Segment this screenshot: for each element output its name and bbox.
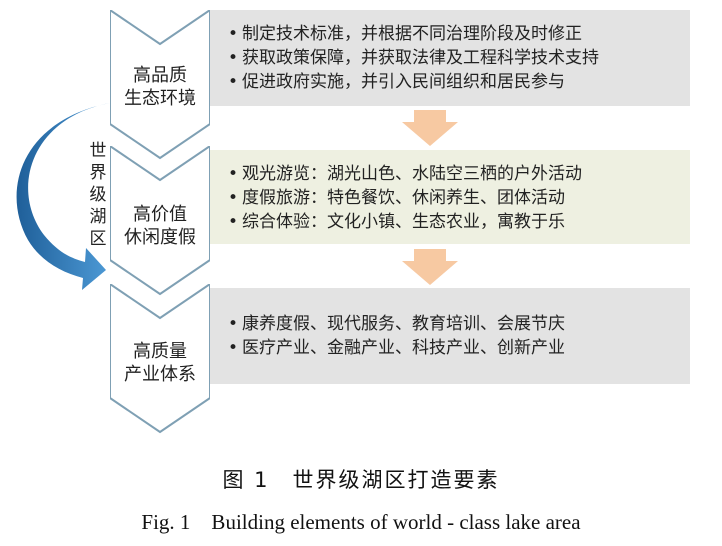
stage-2-panel: •观光游览：湖光山色、水陆空三栖的户外活动 •度假旅游：特色餐饮、休闲养生、团体… xyxy=(210,150,690,244)
stage-2-bullet: •观光游览：湖光山色、水陆空三栖的户外活动 xyxy=(228,164,582,184)
stage-2-chevron xyxy=(110,146,210,296)
stage-1-chevron xyxy=(110,10,210,160)
caption-english: Fig. 1 Building elements of world - clas… xyxy=(141,510,581,534)
stage-3-panel: •康养度假、现代服务、教育培训、会展节庆 •医疗产业、金融产业、科技产业、创新产… xyxy=(210,288,690,384)
stage-3-bullet: •康养度假、现代服务、教育培训、会展节庆 xyxy=(228,314,565,334)
stage-2-bullet: •综合体验：文化小镇、生态农业，寓教于乐 xyxy=(228,212,565,232)
down-arrow-icon xyxy=(402,110,458,146)
stage-1-bullet: •获取政策保障，并获取法律及工程科学技术支持 xyxy=(228,48,599,68)
stage-2-bullet: •度假旅游：特色餐饮、休闲养生、团体活动 xyxy=(228,188,565,208)
caption-chinese: 图 1 世界级湖区打造要素 xyxy=(222,468,500,492)
down-arrow-icon xyxy=(402,249,458,285)
stage-3-label: 高质量 产业体系 xyxy=(124,341,196,385)
stage-3-bullet: •医疗产业、金融产业、科技产业、创新产业 xyxy=(228,338,565,358)
stage-3-chevron xyxy=(110,284,210,434)
stage-2-label: 高价值 休闲度假 xyxy=(124,204,196,248)
side-label: 世 界 级 湖 区 xyxy=(89,141,107,249)
stage-1-label: 高品质 生态环境 xyxy=(124,65,196,109)
stage-1-bullet: •促进政府实施，并引入民间组织和居民参与 xyxy=(228,72,565,92)
stage-1-panel: •制定技术标准，并根据不同治理阶段及时修正 •获取政策保障，并获取法律及工程科学… xyxy=(210,10,690,106)
stage-1-bullet: •制定技术标准，并根据不同治理阶段及时修正 xyxy=(228,24,582,44)
